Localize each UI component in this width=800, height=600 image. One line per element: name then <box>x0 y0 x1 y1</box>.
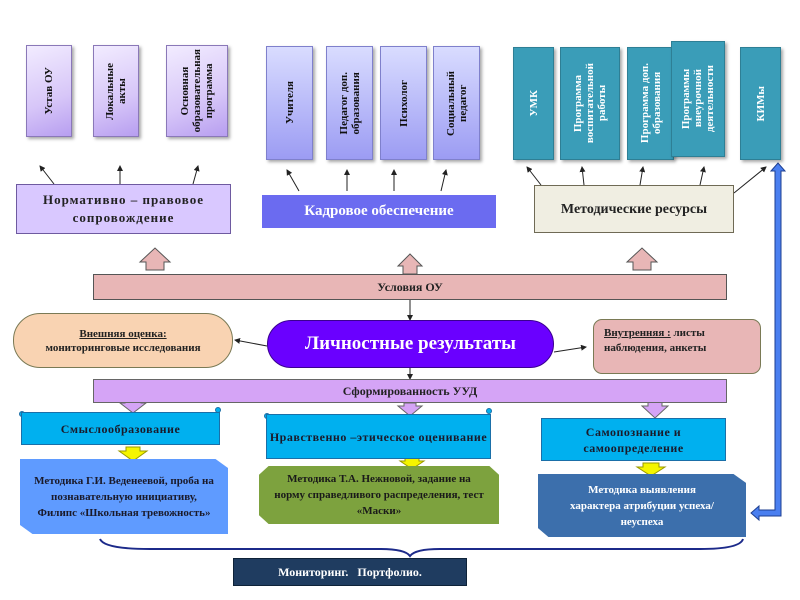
monitoring-bracket <box>99 538 744 558</box>
staff-item-label: Учителя <box>283 81 296 125</box>
staff-item-social-educator: Социальный педагог <box>433 46 480 160</box>
method-box-moral: Методика Т.А. Нежновой, задание на норму… <box>259 466 499 524</box>
internal-evaluation-text: листы наблюдения, анкеты <box>604 327 707 354</box>
normative-item-label: Локальные акты <box>104 62 128 120</box>
method-item-umk: УМК <box>513 47 554 160</box>
normative-support-box: Нормативно – правовое сопровождение <box>16 184 231 234</box>
external-evaluation-text: мониторинговые исследования <box>45 341 201 354</box>
staff-item-additional-educator: Педагог доп. образования <box>326 46 373 160</box>
method-item-kim: КИМы <box>740 47 781 160</box>
personal-results-pill: Личностные результаты <box>267 320 554 368</box>
method-box-meaning: Методика Г.И. Веденеевой, проба на позна… <box>20 459 228 534</box>
branch-scroll-meaning: Смыслообразование <box>21 412 220 445</box>
normative-item-local-acts: Локальные акты <box>93 45 139 137</box>
branch-title: Нравственно –этическое оценивание <box>269 429 488 444</box>
method-item-label: Программа доп. образования <box>638 63 663 144</box>
conditions-band: Условия ОУ <box>93 274 727 300</box>
method-item-label: Программа воспитательной работы <box>572 63 608 144</box>
external-evaluation-label: Внешняя оценка: <box>79 327 167 340</box>
normative-connectors <box>39 165 200 185</box>
method-item-label: КИМы <box>754 85 767 122</box>
personal-results-title: Личностные результаты <box>305 333 516 354</box>
method-text: Методика Т.А. Нежновой, задание на норму… <box>274 473 484 517</box>
method-text: Методика выявления характера атрибуции у… <box>570 483 714 528</box>
staff-item-teachers: Учителя <box>266 46 313 160</box>
uud-band: Сформированность УУД <box>93 379 727 403</box>
method-item-upbringing-program: Программа воспитательной работы <box>560 47 620 160</box>
method-item-label: Программы внеурочной деятельности <box>680 65 716 133</box>
staffing-connectors <box>286 169 448 192</box>
staff-item-label: Педагог доп. образования <box>337 71 362 135</box>
normative-item-label: Устав ОУ <box>43 67 55 115</box>
staffing-title: Кадровое обеспечение <box>304 203 454 219</box>
method-item-label: УМК <box>527 90 540 117</box>
method-box-self-knowledge: Методика выявления характера атрибуции у… <box>538 474 746 537</box>
monitoring-portfolio-label: Мониторинг. Портфолио. <box>278 564 422 579</box>
staff-item-psychologist: Психолог <box>380 46 427 160</box>
method-item-additional-program: Программа доп. образования <box>627 47 674 160</box>
method-item-extracurricular-programs: Программы внеурочной деятельности <box>671 41 725 157</box>
normative-item-main-program: Основная образовательная программа <box>166 45 228 137</box>
staffing-box: Кадровое обеспечение <box>262 195 496 228</box>
normative-item-label: Основная образовательная программа <box>179 49 215 133</box>
normative-support-title: Нормативно – правовое сопровождение <box>43 192 204 225</box>
staff-item-label: Социальный педагог <box>444 70 469 136</box>
internal-evaluation-label: Внутренняя : <box>604 327 671 339</box>
method-text: Методика Г.И. Веденеевой, проба на позна… <box>34 474 214 519</box>
branch-scroll-moral: Нравственно –этическое оценивание <box>266 414 491 459</box>
branch-title: Самопознание и самоопределение <box>583 424 684 455</box>
conditions-band-label: Условия ОУ <box>377 279 443 294</box>
pink-up-arrows <box>138 247 659 275</box>
methodical-resources-box: Методические ресурсы <box>534 185 734 233</box>
internal-evaluation-box: Внутренняя : листы наблюдения, анкеты <box>593 319 761 374</box>
branch-scroll-self-knowledge: Самопознание и самоопределение <box>541 418 726 461</box>
monitoring-portfolio-box: Мониторинг. Портфолио. <box>233 558 467 586</box>
staff-item-label: Психолог <box>397 79 410 127</box>
normative-item-charter: Устав ОУ <box>26 45 72 137</box>
external-evaluation-box: Внешняя оценка: мониторинговые исследова… <box>13 313 233 368</box>
branch-title: Смыслообразование <box>60 421 181 436</box>
uud-band-label: Сформированность УУД <box>342 383 478 398</box>
methodical-resources-title: Методические ресурсы <box>560 201 708 217</box>
